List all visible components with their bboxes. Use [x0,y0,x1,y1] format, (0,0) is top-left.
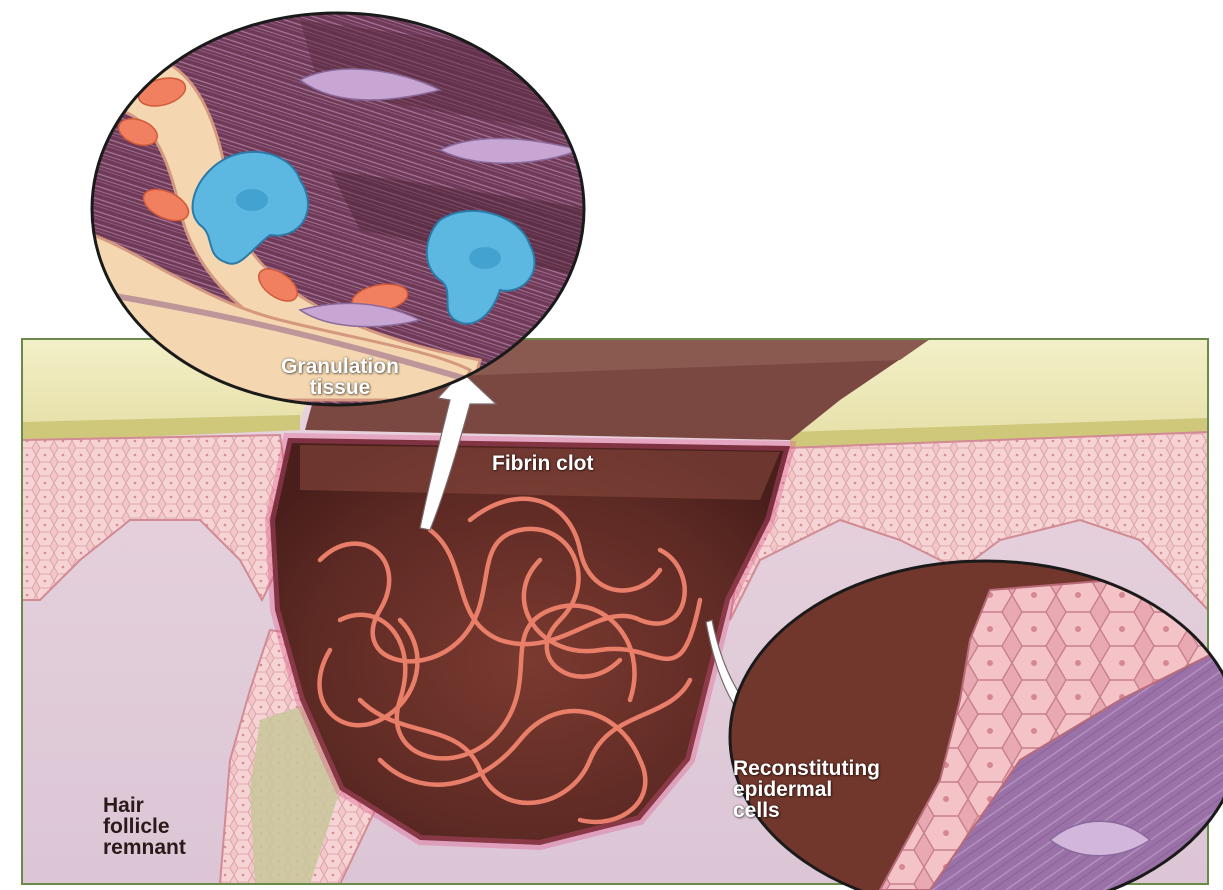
reconstituting-line-2: epidermal [733,779,880,800]
hair-follicle-line-2: follicle [103,816,186,837]
fibrin-clot-label: Fibrin clot [492,453,594,474]
hair-follicle-line-3: remnant [103,837,186,858]
granulation-line-2: tissue [250,377,430,398]
reconstituting-line-1: Reconstituting [733,758,880,779]
hair-follicle-label: Hair follicle remnant [103,795,186,858]
reconstituting-line-3: cells [733,800,880,821]
hair-follicle-line-1: Hair [103,795,186,816]
granulation-tissue-label: Granulation tissue [250,356,430,398]
granulation-line-1: Granulation [250,356,430,377]
reconstituting-label: Reconstituting epidermal cells [733,758,880,821]
